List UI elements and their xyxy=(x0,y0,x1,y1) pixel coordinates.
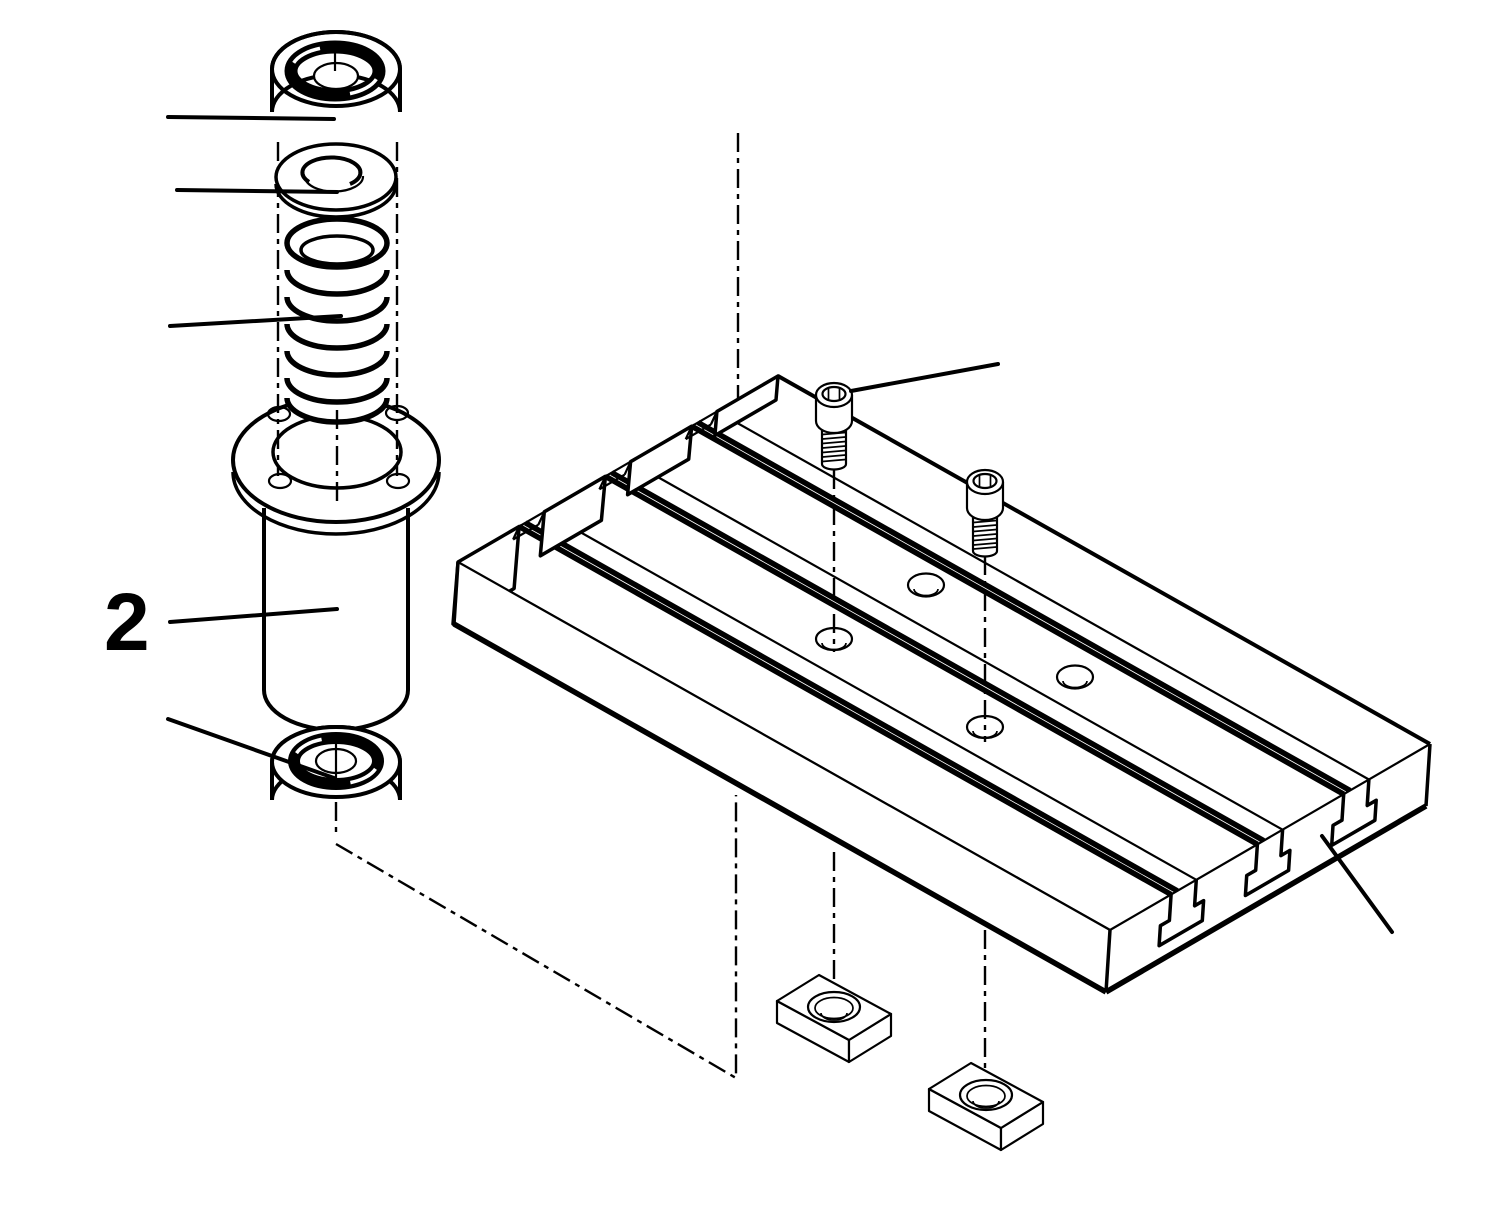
t-slot-profile xyxy=(1243,829,1292,898)
compression-spring xyxy=(284,216,390,425)
t-slot-table-plate xyxy=(451,374,1432,995)
socket-head-cap-screw-rear xyxy=(814,381,854,471)
leader-lines xyxy=(166,115,1394,934)
plate-back-edge xyxy=(777,374,1431,746)
ball-bearing-bottom xyxy=(270,725,402,801)
plate-right-end-face xyxy=(1104,743,1432,995)
center-line-assembly-axis xyxy=(334,128,740,1081)
leader-bottom-bearing xyxy=(166,717,336,780)
leader-plate xyxy=(1320,834,1394,934)
leader-spring xyxy=(168,314,343,328)
threaded-hole xyxy=(958,1078,1014,1112)
leader-washer xyxy=(175,188,339,194)
t-slot-groove-1 xyxy=(517,510,1197,897)
leader-screw xyxy=(849,362,1000,393)
t-slot-profile xyxy=(1329,779,1378,848)
part-number-callout: 2 xyxy=(104,577,150,668)
leader-top-bearing xyxy=(166,115,336,121)
t-nut-front xyxy=(927,1061,1045,1152)
leader-housing xyxy=(168,607,339,624)
screw-head xyxy=(814,381,854,435)
plate-front-face xyxy=(452,561,1111,995)
t-slot-groove-3 xyxy=(690,410,1370,797)
t-slot-profile xyxy=(1157,879,1206,948)
washer xyxy=(274,142,398,219)
flange-bolt-hole xyxy=(267,472,293,490)
mounting-hole xyxy=(1055,664,1095,690)
screw-head xyxy=(965,468,1005,522)
t-nut-rear xyxy=(775,973,893,1064)
socket-head-cap-screw-front xyxy=(965,468,1005,558)
t-slot-groove-2 xyxy=(604,460,1284,847)
mounting-hole xyxy=(906,572,946,598)
ball-bearing-top xyxy=(270,30,402,113)
threaded-hole xyxy=(806,990,862,1024)
